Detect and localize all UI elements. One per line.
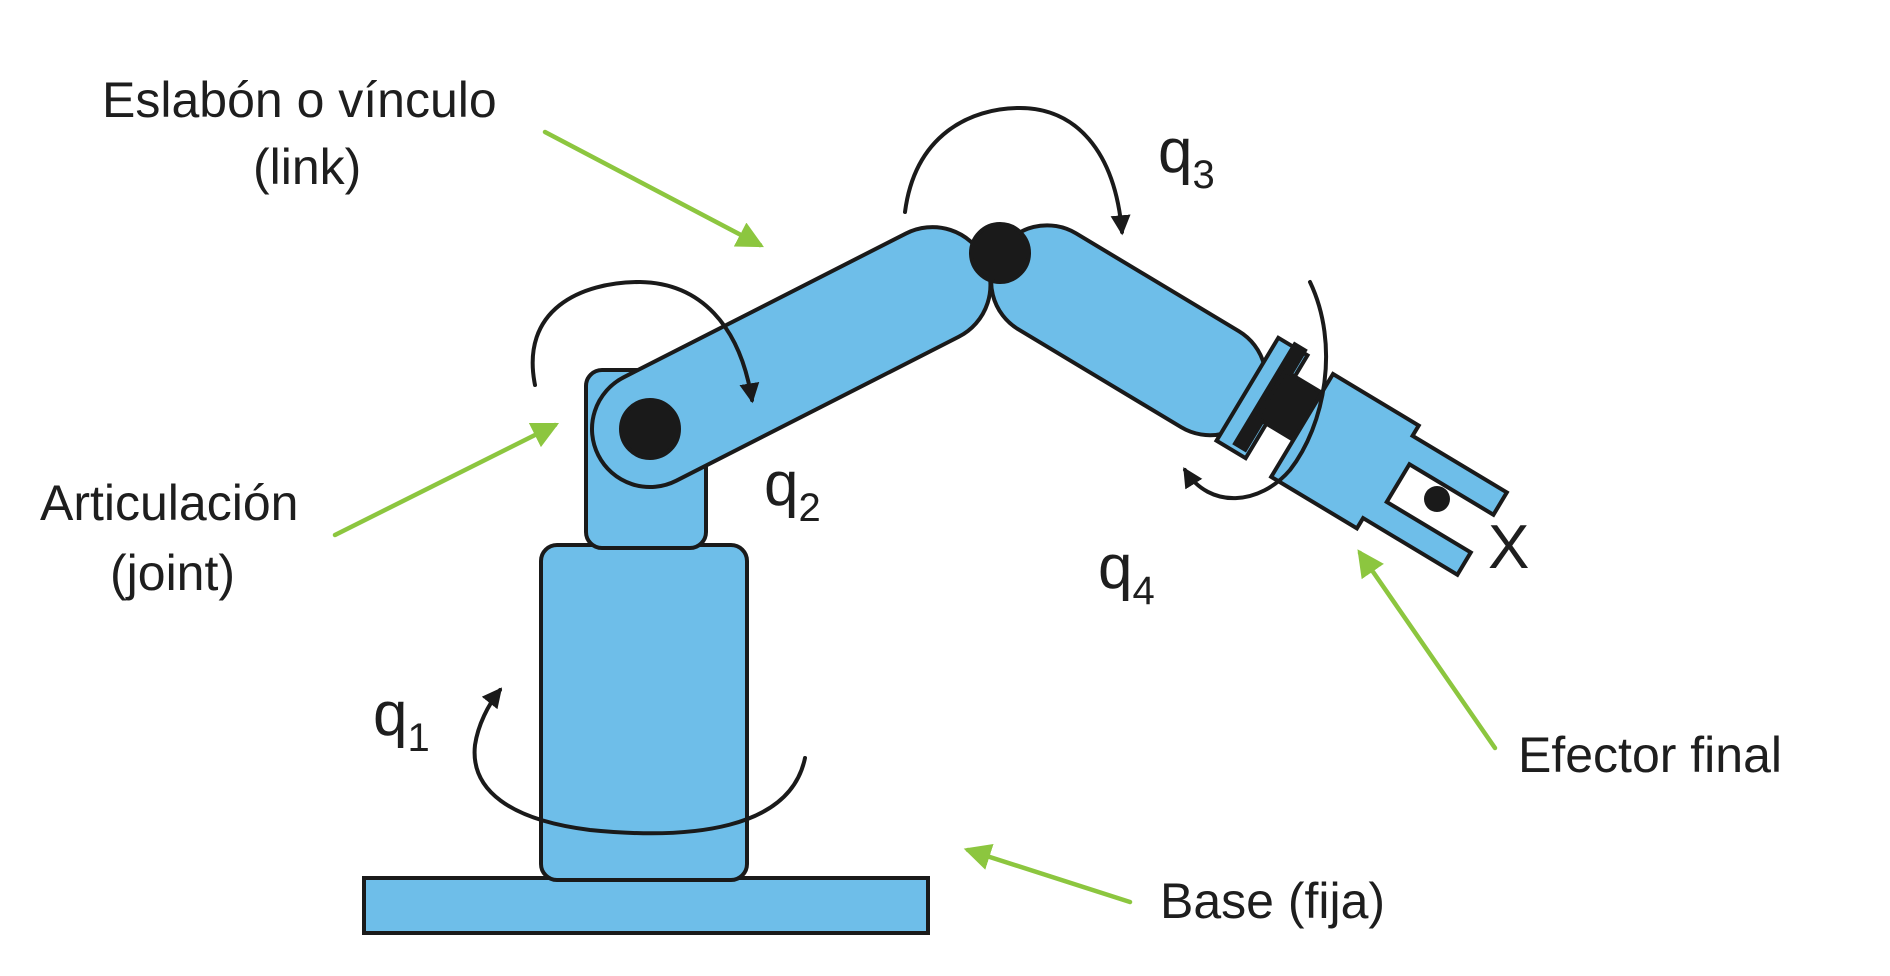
q1-rotation-arrow-icon <box>472 687 807 836</box>
end-point-dot <box>1424 486 1450 512</box>
base-label: Base (fija) <box>1160 873 1385 929</box>
end-effector-label: Efector final <box>1518 727 1782 783</box>
q2-label: q2 <box>764 450 821 530</box>
callout-arrows <box>332 129 1498 905</box>
link-label-line2: (link) <box>253 139 361 195</box>
joint-callout-arrow-icon <box>332 422 560 538</box>
rotation-arrows <box>472 105 1328 836</box>
link-callout-arrow-icon <box>542 129 764 248</box>
end-point-x-label: X <box>1488 513 1529 582</box>
q3-label: q3 <box>1158 117 1215 197</box>
gripper <box>1268 371 1510 578</box>
link-label-line1: Eslabón o vínculo <box>102 72 497 128</box>
end-effector-callout-arrow-icon <box>1357 549 1498 751</box>
base-plate <box>362 876 930 935</box>
elbow-joint-pin <box>969 222 1031 284</box>
q2-rotation-arrow-icon <box>530 279 760 404</box>
base-callout-arrow-icon <box>963 844 1133 905</box>
q4-rotation-arrow-icon <box>1183 280 1328 501</box>
joint-label-line2: (joint) <box>110 545 235 601</box>
q1-label: q1 <box>373 680 430 760</box>
shoulder-joint-pin <box>619 398 681 460</box>
q3-rotation-arrow-icon <box>903 105 1131 236</box>
robot-arm <box>362 222 1510 935</box>
joint-label-line1: Articulación <box>40 475 298 531</box>
q4-label: q4 <box>1098 533 1155 613</box>
